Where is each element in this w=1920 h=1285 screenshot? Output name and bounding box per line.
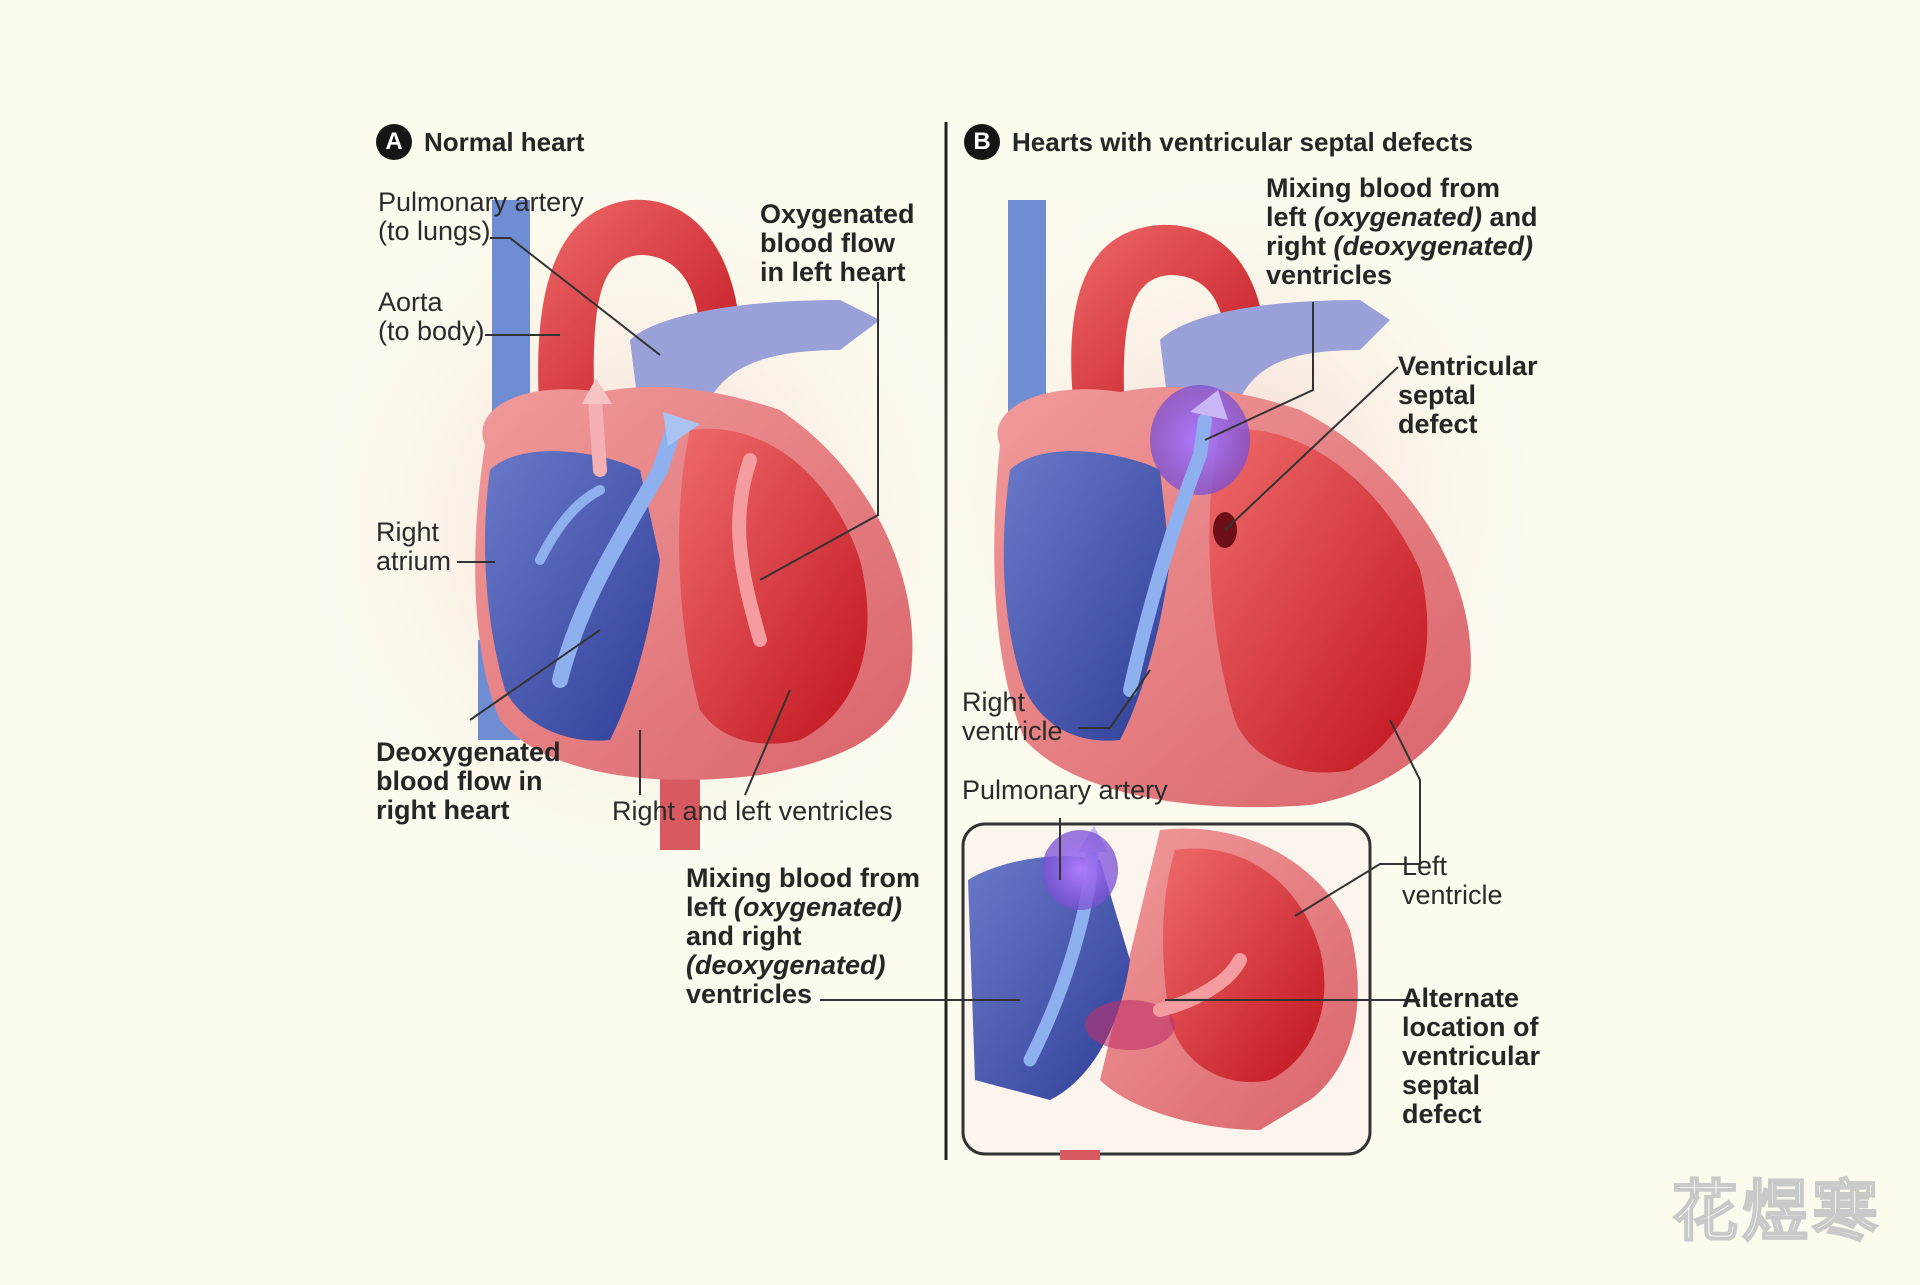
left-heart-chamber: [679, 428, 868, 744]
aorta-icon: [538, 199, 740, 420]
right-heart-chamber: [485, 451, 660, 741]
label-pulmonary-artery-b: Pulmonary artery: [962, 775, 1168, 805]
panel-a-header: A Normal heart: [376, 124, 584, 160]
label-vsd: Ventricular septal defect: [1398, 351, 1538, 439]
inset-heart: [961, 822, 1372, 1160]
label-mixing-top: Mixing blood from left (oxygenated) and …: [1266, 173, 1538, 290]
leader-lines: [457, 237, 1421, 1001]
panel-b-title: Hearts with ventricular septal defects: [1012, 126, 1473, 157]
label-mixing-bottom: Mixing blood from left (oxygenated) and …: [686, 863, 920, 1009]
label-deoxygenated-flow: Deoxygenated blood flow in right heart: [376, 737, 561, 825]
normal-heart: [280, 150, 1000, 910]
label-alternate-location: Alternate location of ventricular septal…: [1402, 983, 1541, 1129]
label-pulmonary-artery-a: Pulmonary artery (to lungs): [378, 187, 584, 246]
label-aorta: Aorta (to body): [378, 287, 485, 346]
label-right-ventricle: Right ventricle: [962, 687, 1063, 746]
panel-a-badge: A: [376, 124, 412, 160]
label-oxygenated-flow: Oxygenated blood flow in left heart: [760, 199, 915, 287]
panel-a-title: Normal heart: [424, 126, 585, 157]
label-ventricles: Right and left ventricles: [612, 796, 893, 826]
panel-b-badge: B: [964, 124, 1000, 160]
label-left-ventricle: Left ventricle: [1402, 851, 1503, 910]
panel-b-header: B Hearts with ventricular septal defects: [964, 124, 1473, 160]
watermark: 花煜寒: [1671, 1172, 1882, 1251]
label-right-atrium: Right atrium: [376, 517, 452, 576]
vsd-heart: [900, 150, 1560, 830]
